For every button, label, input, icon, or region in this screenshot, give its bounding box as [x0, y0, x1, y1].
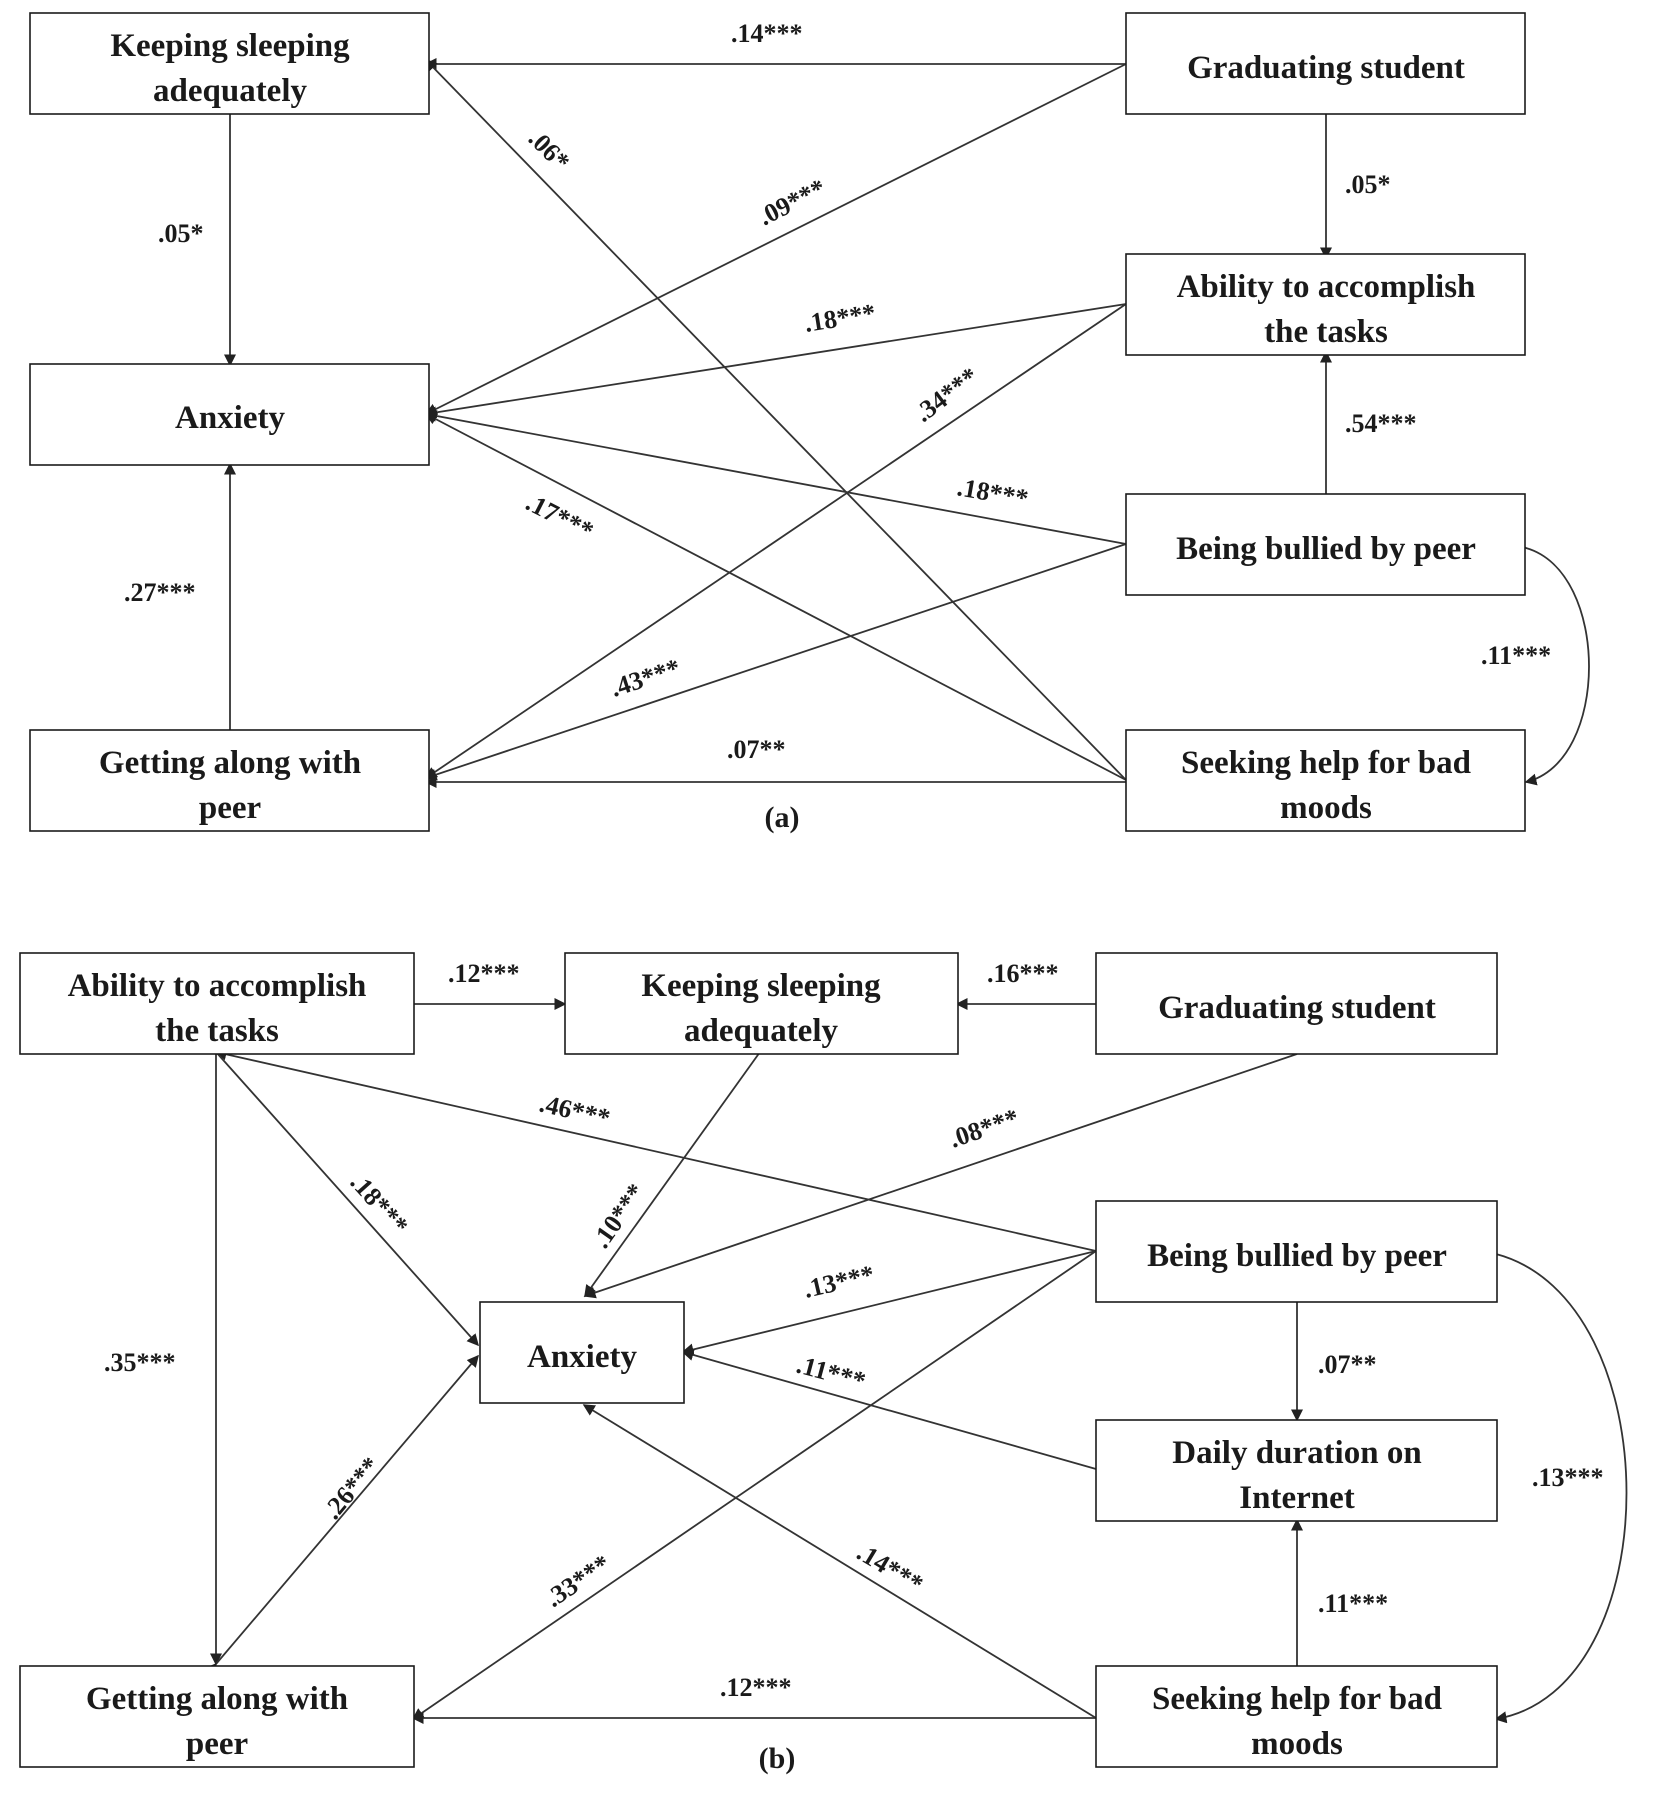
node-label-line1: Ability to accomplish — [68, 968, 367, 1004]
node-grad: Graduating student — [1125, 12, 1526, 115]
coef-grad-ability: .05* — [1345, 170, 1391, 199]
node-label-line2: peer — [186, 1726, 248, 1762]
node-ability: Ability to accomplish the tasks — [1125, 253, 1526, 356]
node-label-line1: Ability to accomplish — [1177, 269, 1476, 305]
node-anxiety: Anxiety — [29, 363, 430, 466]
node-peer: Getting along with peer — [19, 1665, 415, 1768]
coef-help-peer: .12*** — [720, 1673, 792, 1702]
covariance-bullied-help — [1484, 1245, 1628, 1724]
coef-bullied-internet: .07** — [1318, 1350, 1377, 1379]
coef-bullied-anxiety: .13*** — [801, 1260, 877, 1304]
panel-b: Ability to accomplish the tasks Keeping … — [19, 952, 1628, 1775]
path-bullied-to-peer — [411, 1250, 1097, 1720]
node-label-line2: Internet — [1239, 1480, 1354, 1516]
path-ability-to-peer — [424, 303, 1127, 779]
node-label: Graduating student — [1158, 990, 1436, 1026]
node-label-line2: moods — [1280, 790, 1372, 826]
node-label-line2: adequately — [153, 73, 308, 109]
node-label-line1: Keeping sleeping — [110, 28, 350, 64]
path-ability-to-anxiety — [424, 303, 1127, 419]
covariance-bullied-help — [1514, 539, 1590, 786]
path-grad-to-anxiety — [424, 63, 1127, 415]
path-sleep-to-anxiety — [584, 1051, 761, 1298]
node-grad: Graduating student — [1095, 952, 1498, 1055]
path-help-to-anxiety — [424, 413, 1127, 781]
path-bullied-to-ability — [214, 1048, 1097, 1252]
path-bullied-to-anxiety — [424, 410, 1127, 545]
edges-a — [224, 58, 1590, 788]
coefficients-b: .12*** .16*** .46*** .08*** .18*** .10**… — [104, 959, 1604, 1702]
node-internet: Daily duration on Internet — [1095, 1419, 1498, 1522]
coef-bullied-peer: .33*** — [540, 1549, 615, 1613]
coef-help-peer: .07** — [727, 735, 786, 764]
node-label-line1: Seeking help for bad — [1181, 745, 1471, 781]
coef-bullied-ability: .54*** — [1345, 409, 1417, 438]
node-help: Seeking help for bad moods — [1125, 729, 1526, 832]
coef-peer-anxiety: .26*** — [317, 1451, 385, 1524]
coef-help-internet: .11*** — [1318, 1589, 1388, 1618]
node-sleep: Keeping sleeping adequately — [564, 952, 959, 1055]
coef-sleep-anxiety: .05* — [158, 219, 204, 248]
node-bullied: Being bullied by peer — [1095, 1200, 1498, 1303]
node-label-line2: moods — [1251, 1726, 1343, 1762]
node-label-line1: Getting along with — [99, 745, 361, 781]
node-sleep: Keeping sleeping adequately — [29, 12, 430, 115]
coef-grad-anxiety: .09*** — [754, 173, 831, 231]
coef-bullied-anxiety: .18*** — [955, 472, 1030, 513]
path-internet-to-anxiety — [681, 1349, 1097, 1470]
node-label-line2: adequately — [684, 1013, 839, 1049]
panel-caption-a: (a) — [765, 801, 800, 834]
path-help-to-anxiety — [582, 1404, 1097, 1719]
coef-grad-sleep: .16*** — [987, 959, 1059, 988]
node-label-line1: Getting along with — [86, 1681, 348, 1717]
node-label: Graduating student — [1187, 50, 1465, 86]
node-label-line1: Daily duration on — [1172, 1435, 1421, 1471]
path-ability-to-anxiety — [204, 1040, 479, 1347]
coef-ability-sleep: .12*** — [448, 959, 520, 988]
path-bullied-to-peer — [424, 543, 1127, 781]
coef-sleep-anxiety: .10*** — [586, 1178, 651, 1253]
coef-ability-anxiety: .18*** — [345, 1168, 414, 1241]
node-label: Being bullied by peer — [1147, 1238, 1447, 1274]
node-label-line1: Keeping sleeping — [641, 968, 881, 1004]
node-help: Seeking help for bad moods — [1095, 1665, 1498, 1768]
node-label: Anxiety — [527, 1339, 637, 1375]
node-bullied: Being bullied by peer — [1125, 493, 1526, 596]
coef-internet-anxiety: .11*** — [793, 1350, 868, 1396]
path-help-to-sleep — [424, 58, 1127, 781]
coef-peer-anxiety: .27*** — [124, 578, 196, 607]
node-label: Being bullied by peer — [1176, 531, 1476, 567]
coef-ability-peer: .35*** — [104, 1348, 176, 1377]
coef-ability-peer: .34*** — [909, 362, 984, 428]
node-label-line1: Seeking help for bad — [1152, 1681, 1442, 1717]
coef-grad-sleep: .14*** — [731, 19, 803, 48]
node-label-line2: the tasks — [155, 1013, 279, 1049]
coef-bullied-help: .13*** — [1532, 1463, 1604, 1492]
node-label: Anxiety — [175, 400, 285, 436]
node-ability: Ability to accomplish the tasks — [19, 952, 415, 1055]
node-label-line2: peer — [199, 790, 261, 826]
coef-ability-anxiety: .18*** — [802, 298, 877, 338]
panel-a: Keeping sleeping adequately Graduating s… — [29, 12, 1590, 834]
node-peer: Getting along with peer — [29, 729, 430, 832]
path-peer-to-anxiety — [204, 1354, 479, 1676]
panel-caption-b: (b) — [759, 1742, 796, 1775]
node-label-line2: the tasks — [1264, 314, 1388, 350]
coef-help-anxiety: .14*** — [852, 1537, 928, 1599]
path-bullied-to-anxiety — [681, 1250, 1097, 1356]
node-anxiety: Anxiety — [479, 1301, 685, 1404]
coef-grad-anxiety: .08*** — [946, 1103, 1023, 1154]
edges-b — [204, 998, 1628, 1724]
coef-help-anxiety: .17*** — [521, 488, 598, 546]
coef-bullied-help: .11*** — [1481, 641, 1551, 670]
path-grad-to-anxiety — [583, 1053, 1298, 1299]
